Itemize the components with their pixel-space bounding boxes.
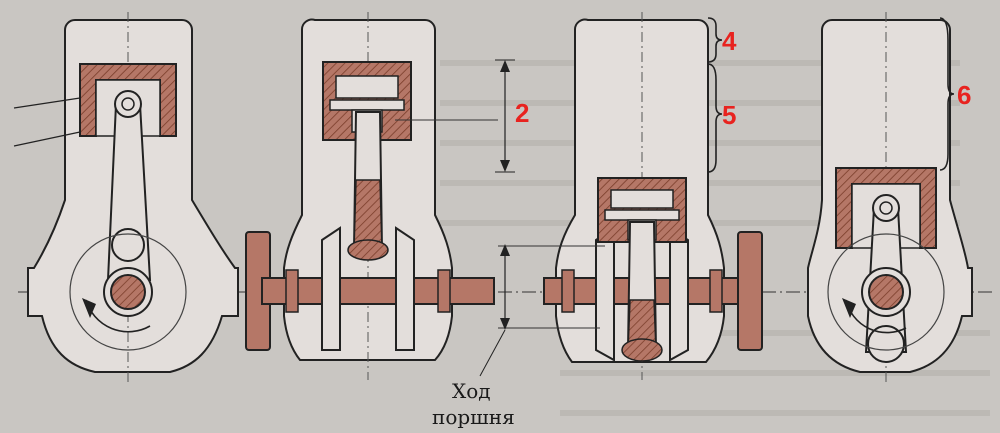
engine-2-shaft (261, 277, 495, 305)
engine-4-crank-pin (868, 274, 904, 310)
brace-6 (939, 17, 955, 171)
engine-4 (807, 12, 973, 385)
caption-stroke-line2: поршня (432, 405, 515, 429)
label-6: 6 (957, 80, 971, 110)
dimension-stroke (479, 244, 510, 377)
label-4: 4 (722, 26, 737, 56)
engine-3-piston (597, 177, 687, 243)
engine-3-flywheel (737, 231, 763, 351)
label-2: 2 (515, 98, 529, 128)
caption-stroke-line1: Ход (452, 379, 491, 403)
engine-1-crank-pin (110, 274, 146, 310)
engine-3-crank-web-left (595, 226, 615, 362)
label-5: 5 (722, 100, 736, 130)
engine-1 (13, 12, 239, 385)
engine-3 (498, 12, 763, 380)
brace-5 (707, 63, 723, 173)
engine-2-crank-web-left (321, 226, 341, 351)
engine-3-crank-web-right (669, 226, 689, 362)
engine-2 (245, 12, 498, 380)
brace-4 (707, 17, 723, 63)
dimension-2 (495, 59, 515, 173)
engine-2-crank-web-right (395, 226, 415, 351)
